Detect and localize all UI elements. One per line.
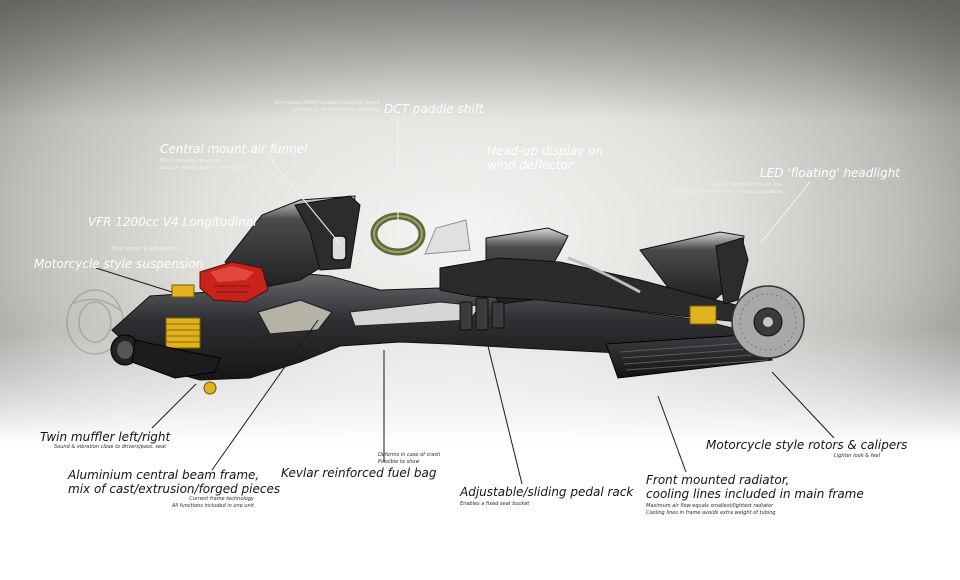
note-led-headlight: Easy to remove for track use No integrat… (669, 182, 782, 195)
label-radiator: Front mounted radiator, cooling lines in… (646, 473, 864, 501)
note-aluminium-frame: Current frame technology All functions i… (171, 496, 254, 509)
pedal-rack (459, 297, 505, 331)
frame-window (257, 299, 333, 335)
radiator (605, 333, 773, 379)
note-rotors-calipers: Lighter look & feel (834, 453, 880, 459)
note-dct-paddle-shift: No manual shifter enables total car layo… (274, 100, 380, 113)
note-pedal-rack: Enables a fixed seat bucket (460, 501, 530, 507)
label-twin-muffler: Twin muffler left/right (40, 430, 171, 444)
front-brake-rotor (731, 285, 805, 359)
front-suspension (689, 305, 717, 325)
muffler (110, 334, 221, 379)
engine-block (199, 261, 269, 303)
note-fuel-bag: Deforms in case of crash Possible to sho… (378, 452, 441, 465)
note-radiator: Maximum air flow equals smallest/lightes… (646, 503, 776, 516)
label-dct-paddle-shift: DCT paddle shift (384, 102, 484, 116)
label-air-funnel: Central mount air funnel (160, 142, 308, 156)
air-funnel-inlet (331, 235, 347, 261)
label-pedal-rack: Adjustable/sliding pedal rack (460, 485, 634, 499)
label-hud: Head-up display on wind deflector (487, 144, 604, 172)
note-engine: Easy access & adjustability (112, 246, 180, 252)
label-fuel-bag: Kevlar reinforced fuel bag (281, 466, 437, 480)
label-led-headlight: LED 'floating' headlight (760, 166, 900, 180)
silver-trim (567, 256, 641, 294)
led-headlight (715, 237, 749, 305)
label-rotors-calipers: Motorcycle style rotors & calipers (706, 438, 908, 452)
note-twin-muffler: Sound & vibration close to drivers/pass.… (54, 444, 167, 450)
note-air-funnel: Short distance to airbox Suction sound c… (160, 158, 248, 171)
label-engine: VFR 1200cc V4 Longitudinal (88, 215, 257, 229)
label-suspension: Motorcycle style suspension (34, 257, 204, 271)
hub-detail (203, 381, 217, 395)
label-aluminium-frame: Aluminium central beam frame, mix of cas… (68, 468, 281, 496)
background-top-shade (0, 0, 960, 120)
leader-lines (95, 118, 835, 485)
hud-deflector (424, 219, 471, 255)
frame-slot (349, 301, 481, 327)
rear-suspension (165, 284, 201, 349)
note-hud: 2 functions in 1 part Select way to disp… (419, 145, 484, 158)
